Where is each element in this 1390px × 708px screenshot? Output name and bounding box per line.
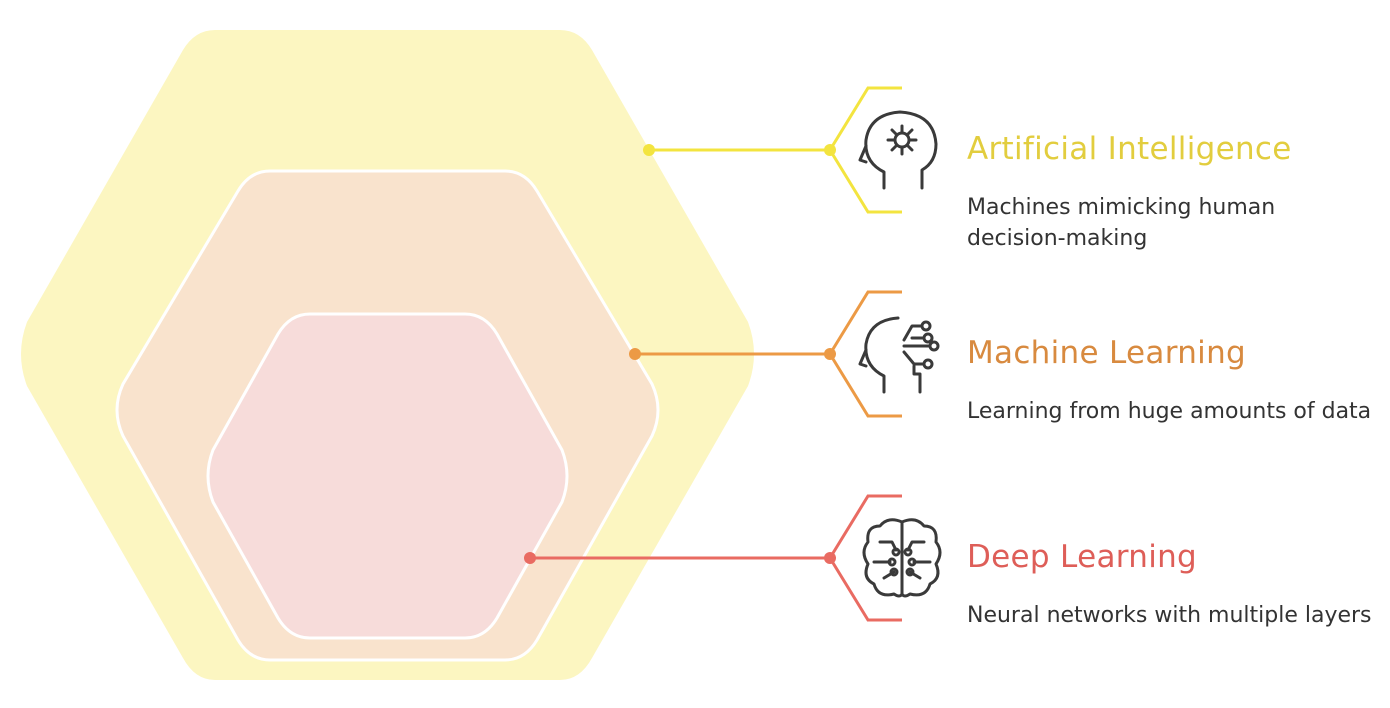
hexagon-deep-learning	[206, 312, 569, 640]
title-deep-learning: Deep Learning	[967, 539, 1198, 575]
description-artificial-intelligence: Machines mimicking human decision-making	[967, 195, 1276, 251]
connector-artificial-intelligence	[643, 86, 902, 214]
description-deep-learning: Neural networks with multiple layers	[967, 603, 1372, 628]
head-gear-icon	[858, 110, 938, 190]
title-machine-learning: Machine Learning	[967, 335, 1247, 371]
connector-machine-learning	[629, 290, 902, 418]
connector-deep-learning	[524, 494, 902, 622]
brain-circuit-icon	[862, 518, 942, 598]
description-machine-learning: Learning from huge amounts of data	[967, 399, 1372, 424]
title-artificial-intelligence: Artificial Intelligence	[967, 131, 1292, 167]
head-circuit-icon	[858, 316, 940, 394]
